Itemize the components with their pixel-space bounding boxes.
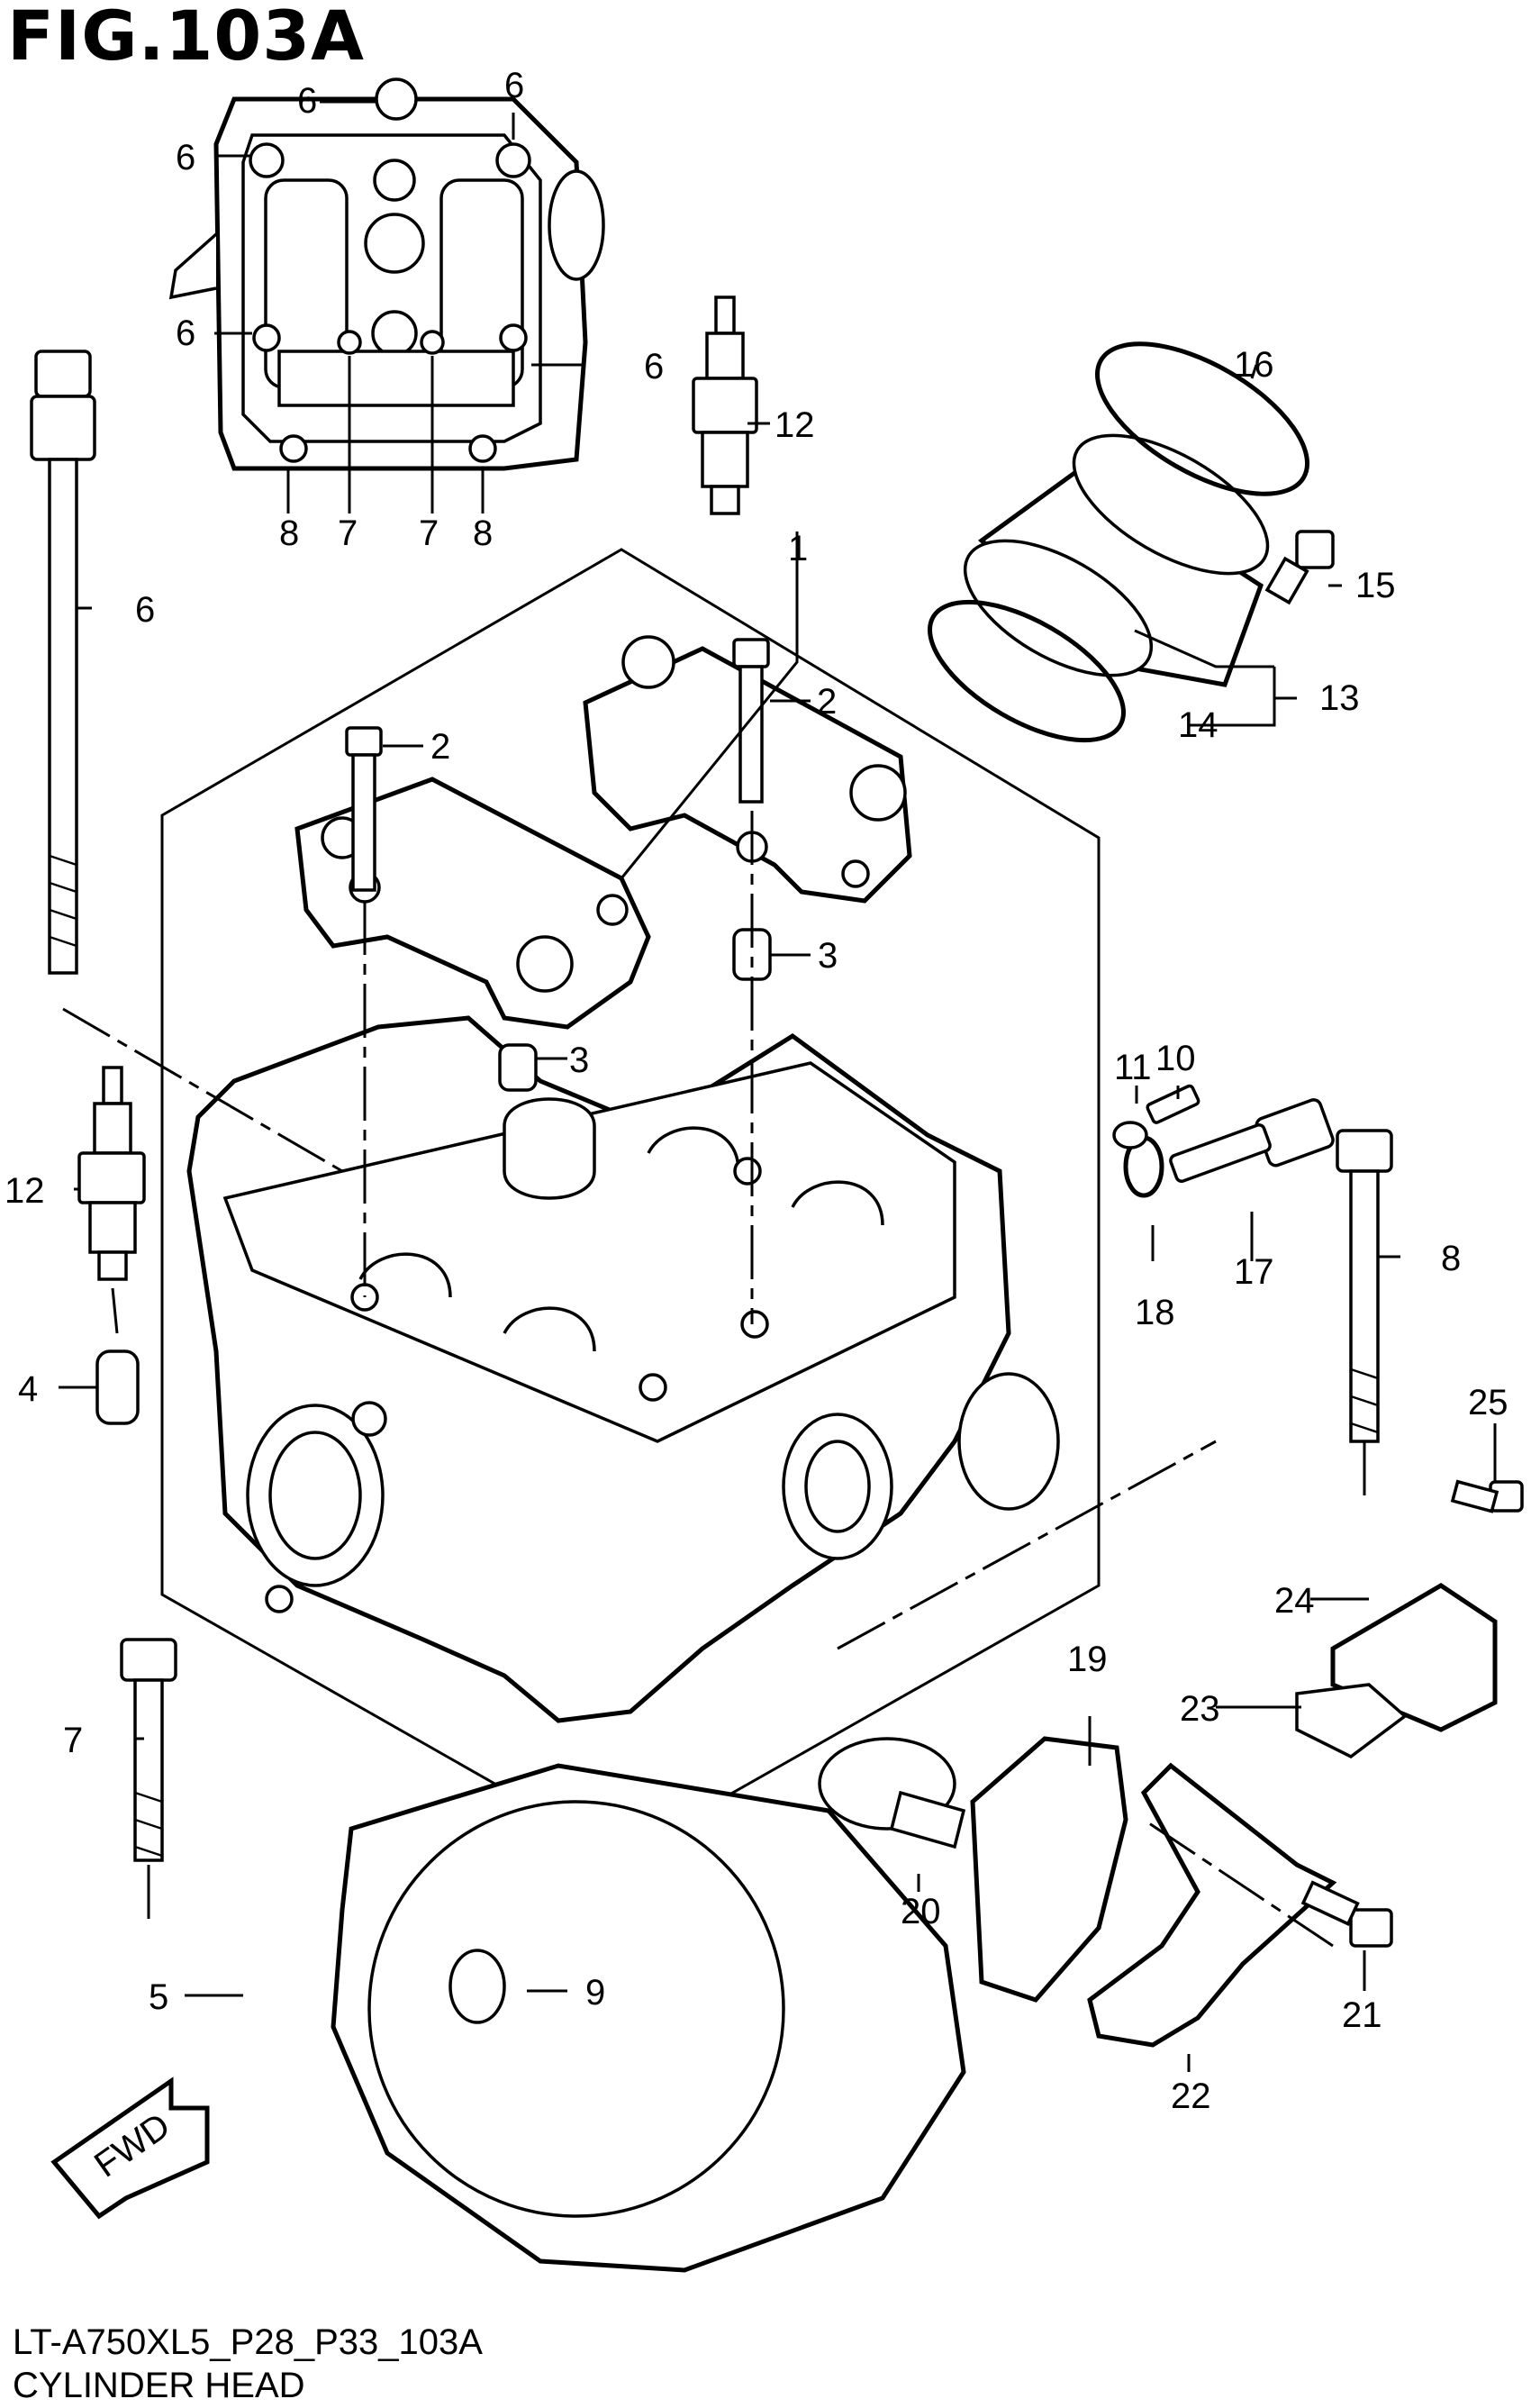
bolt-6-long (30, 350, 96, 975)
callout-5: 5 (149, 1977, 168, 2017)
callout-12-top: 12 (775, 405, 815, 445)
callout-6-top: 6 (297, 81, 317, 121)
grommet-23 (1295, 1683, 1408, 1759)
callout-21: 21 (1342, 1995, 1382, 2035)
callout-19: 19 (1067, 1640, 1108, 1679)
head-top-view (168, 77, 605, 471)
dowel-pin-4 (95, 1349, 140, 1425)
intake-pipe-13 (963, 433, 1270, 687)
bolt-2-left (345, 726, 383, 892)
fwd-arrow: FWD (50, 2076, 210, 2220)
callout-24: 24 (1274, 1581, 1315, 1621)
callout-18: 18 (1135, 1293, 1175, 1332)
callout-10: 10 (1155, 1039, 1196, 1078)
spark-plug-12-top (692, 295, 758, 515)
clamp-16 (1094, 341, 1310, 496)
callout-14: 14 (1178, 705, 1218, 745)
callout-23: 23 (1180, 1689, 1220, 1729)
callout-labels: 1 2 2 3 3 4 5 6 6 6 6 6 6 7 7 7 8 8 8 9 … (5, 66, 1508, 2116)
spark-plug-12-left (77, 1066, 146, 1281)
callout-6-topright: 6 (504, 66, 524, 105)
figure-title: FIG.103A (7, 0, 365, 76)
callout-15: 15 (1355, 566, 1396, 605)
o-ring-14 (928, 599, 1126, 743)
diagram-caption: CYLINDER HEAD (13, 2366, 305, 2405)
callout-1: 1 (788, 529, 808, 568)
center-lines (62, 811, 1366, 1948)
leader-lines (59, 100, 1497, 2072)
bolt-8-long (1336, 1129, 1393, 1443)
callout-22: 22 (1171, 2076, 1211, 2116)
sensor-17 (1169, 1098, 1335, 1183)
callout-8-left: 8 (279, 513, 299, 553)
dowel-pin-9 (448, 1949, 506, 2024)
washer-11 (1112, 1121, 1148, 1149)
camshaft-holder-left (294, 777, 651, 1030)
callout-6-midright: 6 (644, 347, 664, 386)
callout-8-right: 8 (473, 513, 493, 553)
callout-2-left: 2 (430, 727, 450, 767)
callout-12-left: 12 (5, 1171, 45, 1211)
callout-6-midleft: 6 (176, 313, 195, 353)
water-pipe-22 (1087, 1762, 1337, 2048)
dowel-pin-3-left (498, 1043, 538, 1092)
callout-20: 20 (901, 1892, 941, 1931)
bolt-21 (1300, 1880, 1393, 1948)
bolt-15 (1264, 530, 1335, 605)
callout-9: 9 (585, 1973, 605, 2013)
callout-8-long: 8 (1441, 1239, 1461, 1278)
bolt-25 (1450, 1479, 1524, 1513)
thermostat-housing-19 (970, 1736, 1128, 2003)
cylinder-head-body (186, 1015, 1060, 1723)
callout-17: 17 (1234, 1252, 1274, 1292)
callout-7-mid1: 7 (338, 513, 358, 553)
callout-11: 11 (1114, 1048, 1152, 1087)
assembly-outline (160, 548, 1101, 1858)
callout-2-right: 2 (817, 682, 837, 722)
bolt-2-right (732, 638, 770, 804)
bolt-10 (1146, 1084, 1200, 1124)
callout-6-long: 6 (135, 590, 155, 630)
callout-3-right: 3 (818, 936, 838, 976)
drawing-code: LT-A750XL5_P28_P33_103A (13, 2322, 483, 2362)
callout-25: 25 (1468, 1383, 1508, 1422)
bolt-7 (120, 1638, 177, 1862)
gasket-bore (367, 1800, 785, 2218)
callout-6-topleft: 6 (176, 138, 195, 177)
thermostat-20 (818, 1737, 966, 1849)
callout-7-left: 7 (63, 1721, 83, 1760)
callout-4: 4 (18, 1369, 38, 1409)
callout-16: 16 (1234, 345, 1274, 385)
callout-7-mid2: 7 (419, 513, 439, 553)
callout-3-left: 3 (569, 1040, 589, 1080)
callout-13: 13 (1319, 678, 1360, 718)
